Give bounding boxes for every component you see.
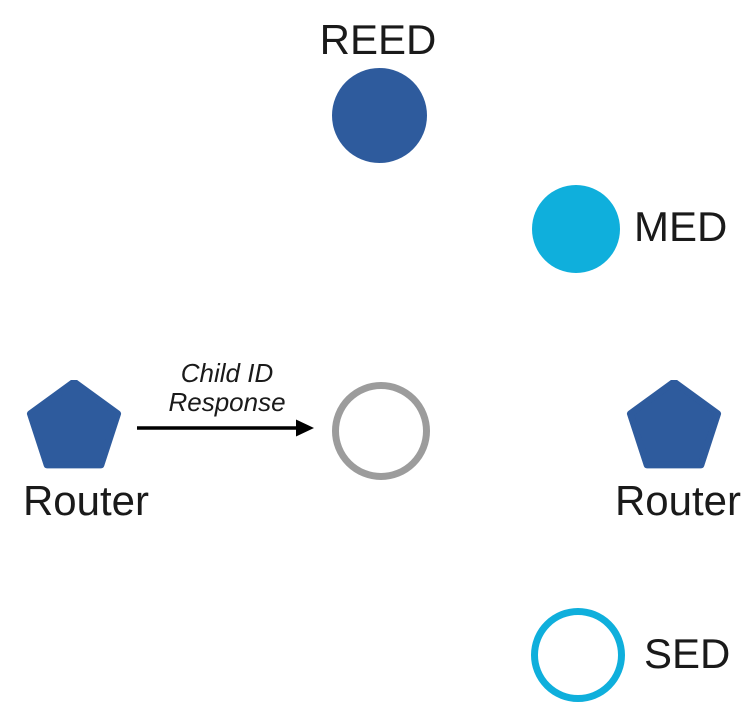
sed-node-circle-icon	[531, 608, 625, 702]
reed-node-label: REED	[319, 16, 437, 63]
arrow-message-label-line1: Child ID	[180, 358, 274, 388]
router-left-pentagon-icon	[26, 380, 122, 469]
router-left-label: Router	[22, 477, 150, 524]
arrow-message-label: Child ID Response	[127, 359, 327, 417]
router-right-label: Router	[614, 477, 742, 524]
child-id-response-arrow-icon	[137, 419, 314, 437]
med-node-label: MED	[634, 203, 728, 250]
router-right-pentagon-icon	[626, 380, 722, 469]
sed-node-label: SED	[644, 630, 731, 677]
joiner-node-circle-icon	[332, 382, 430, 480]
arrow-message-label-line2: Response	[168, 387, 286, 417]
reed-node-circle-icon	[332, 68, 427, 163]
med-node-circle-icon	[532, 185, 620, 273]
